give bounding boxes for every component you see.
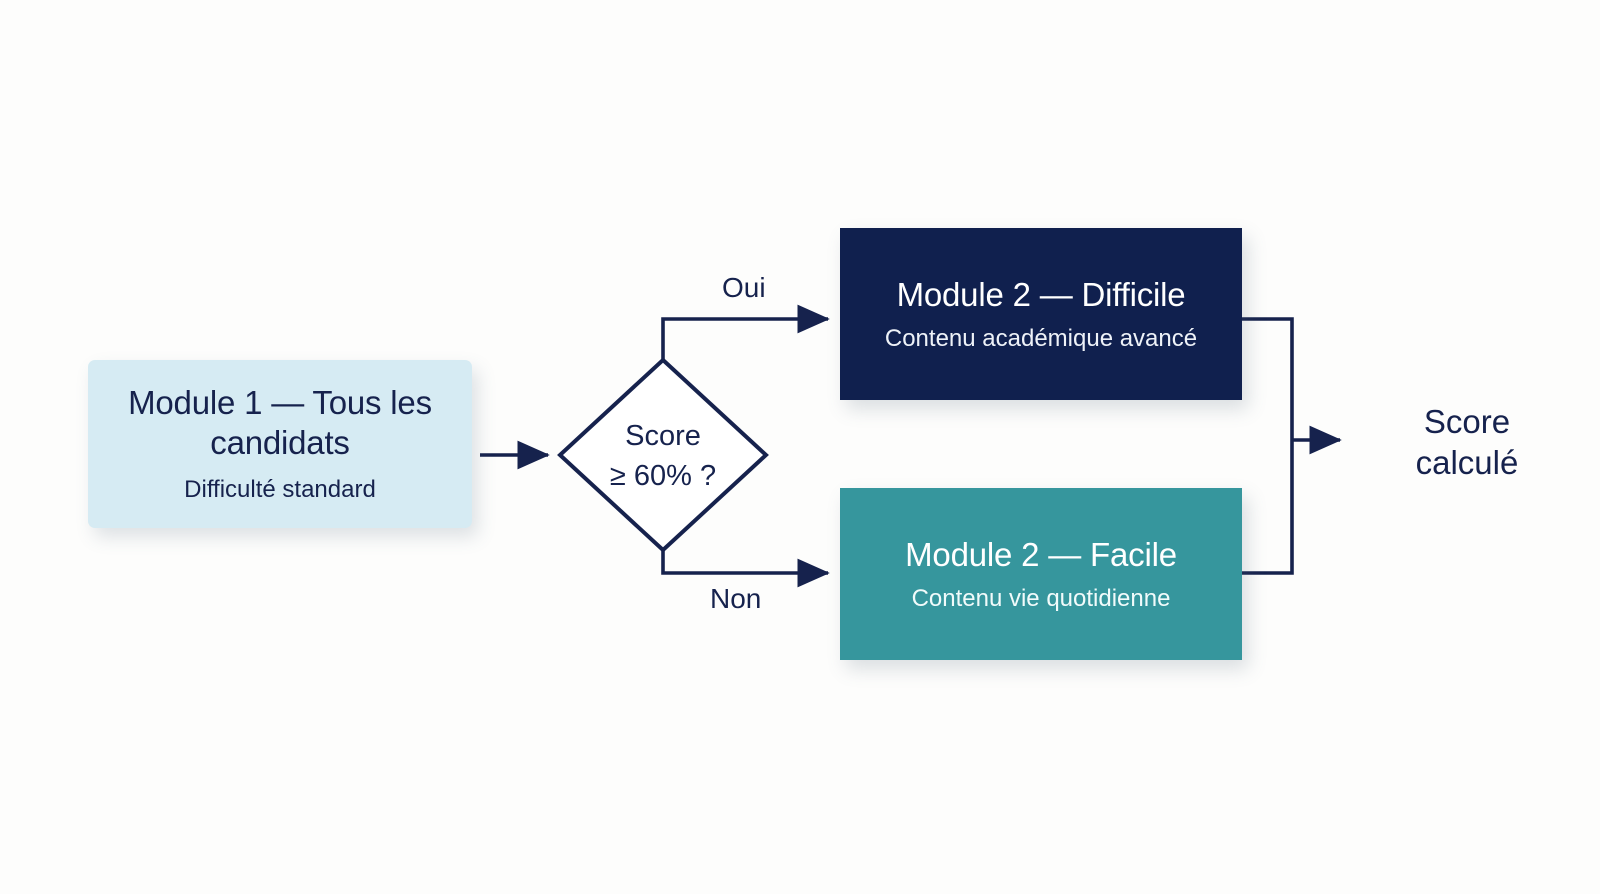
node-result: Score calculé — [1352, 402, 1582, 484]
node-decision-line1: Score — [625, 419, 701, 452]
node-module2-facile-title: Module 2 — Facile — [905, 536, 1177, 574]
node-module2-difficile-subtitle: Contenu académique avancé — [884, 324, 1198, 352]
diamond-shape-icon — [557, 357, 769, 553]
node-module1-subtitle: Difficulté standard — [184, 475, 376, 503]
node-module1[interactable]: Module 1 — Tous les candidats Difficulté… — [88, 360, 472, 528]
node-result-line2: calculé — [1415, 443, 1519, 481]
node-module2-difficile[interactable]: Module 2 — Difficile Contenu académique … — [840, 228, 1242, 400]
node-module2-difficile-title: Module 2 — Difficile — [896, 276, 1186, 314]
edge-facile-to-merge — [1242, 455, 1294, 575]
node-decision[interactable]: Score ≥ 60% ? — [555, 355, 771, 555]
node-result-line1: Score — [1423, 403, 1511, 440]
node-module2-facile-subtitle: Contenu vie quotidienne — [911, 584, 1171, 612]
node-module2-facile[interactable]: Module 2 — Facile Contenu vie quotidienn… — [840, 488, 1242, 660]
edge-label-no: Non — [710, 583, 762, 614]
edge-difficile-to-merge — [1242, 317, 1294, 455]
node-module1-title: Module 1 — Tous les candidats — [128, 383, 432, 462]
node-decision-line2: ≥ 60% ? — [609, 460, 717, 492]
edge-label-yes: Oui — [722, 272, 766, 303]
